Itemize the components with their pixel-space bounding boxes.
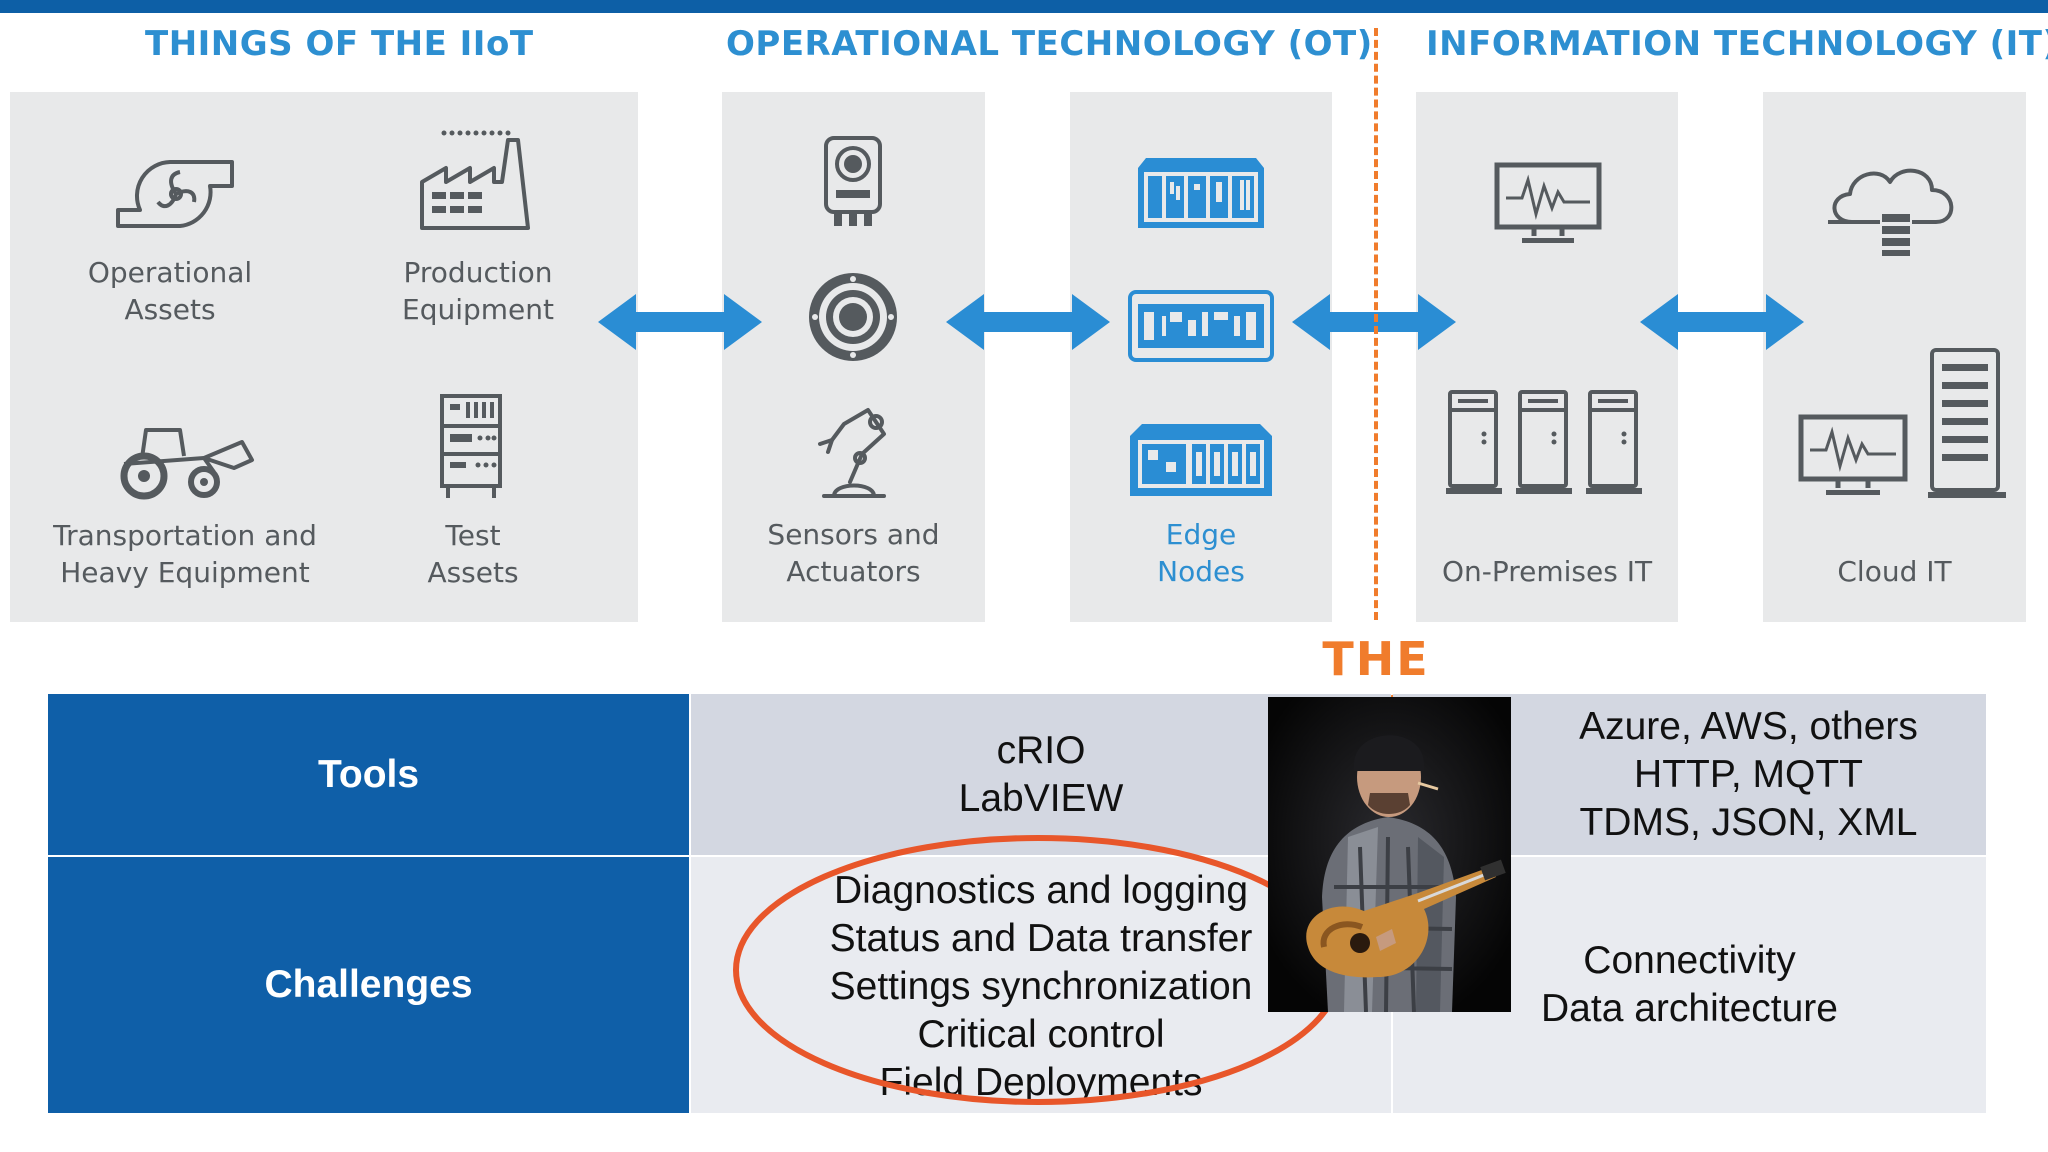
proximity-sensor-icon xyxy=(809,273,897,361)
crio-chassis-icon xyxy=(1138,158,1264,228)
servers-icon xyxy=(1446,390,1642,494)
double-arrow-icon xyxy=(946,294,1110,350)
tools-header: Tools xyxy=(48,694,689,855)
server-tower-icon xyxy=(1928,348,2006,498)
cloud-panel xyxy=(1763,92,2026,622)
turbine-icon xyxy=(116,160,234,228)
it-title: INFORMATION TECHNOLOGY (IT) xyxy=(1426,24,2048,64)
ot-title: OPERATIONAL TECHNOLOGY (OT) xyxy=(726,24,1373,64)
double-arrow-icon xyxy=(1640,294,1804,350)
controller-chassis-icon xyxy=(1128,290,1274,362)
edge-divider-line xyxy=(1374,28,1378,620)
guitarist-photo xyxy=(1268,697,1511,1012)
test-rack-icon xyxy=(440,394,502,498)
cloud-monitor-icon xyxy=(1798,414,1908,495)
tractor-icon xyxy=(120,428,254,500)
factory-icon xyxy=(420,130,530,230)
double-arrow-icon xyxy=(598,294,762,350)
highlight-ellipse xyxy=(733,835,1343,1105)
robot-arm-icon xyxy=(818,408,886,498)
monitor-icon xyxy=(1494,162,1602,243)
on-premises-label: On-Premises IT xyxy=(1441,555,1653,588)
edge-node-chassis-icon xyxy=(1130,424,1272,496)
camera-sensor-icon xyxy=(824,136,882,226)
on-premises-panel xyxy=(1416,92,1678,622)
things-panel xyxy=(10,92,638,622)
cloud-label: Cloud IT xyxy=(1837,555,1952,588)
cloud-icon xyxy=(1828,168,1954,256)
top-bar xyxy=(0,0,2048,13)
challenges-header: Challenges xyxy=(48,857,689,1113)
things-title: THINGS OF THE IIoT xyxy=(145,24,534,64)
